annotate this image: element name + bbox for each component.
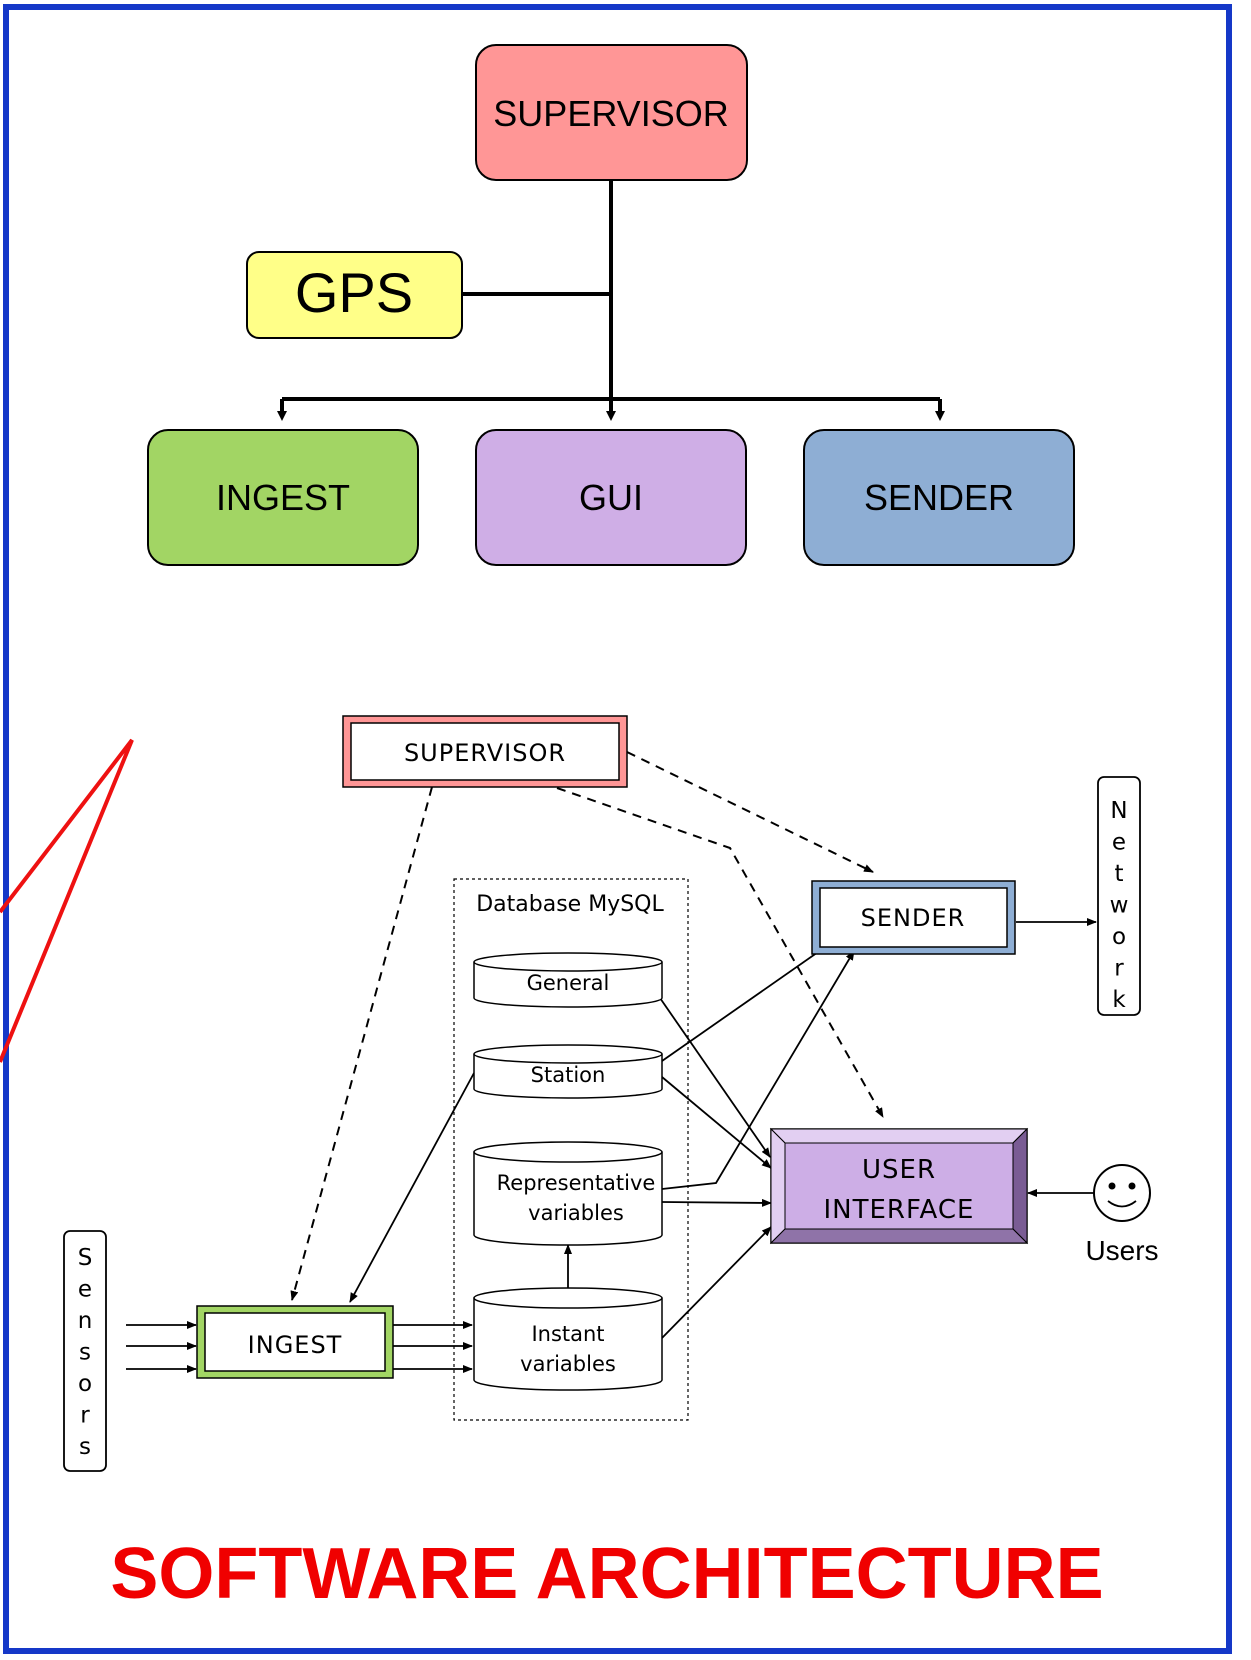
top-gps-label: GPS <box>295 261 413 324</box>
sensors-letter: r <box>80 1403 90 1429</box>
detail-sender-label: SENDER <box>861 904 966 932</box>
network-letter: w <box>1110 893 1129 919</box>
top-ingest-label: INGEST <box>216 477 350 518</box>
detail-sender-box: SENDER <box>811 880 1016 955</box>
detail-supervisor-label: SUPERVISOR <box>404 739 566 767</box>
db-instant-label-line1: Instant <box>531 1322 604 1346</box>
network-letter: r <box>1114 956 1124 982</box>
page-border <box>3 4 1232 1654</box>
detail-supervisor-box: SUPERVISOR <box>342 715 628 788</box>
top-sender-box: SENDER <box>803 429 1075 566</box>
db-general-label: General <box>527 971 610 995</box>
db-station-cylinder: Station <box>473 1044 663 1099</box>
network-letter: o <box>1112 924 1126 950</box>
db-general-cylinder: General <box>473 952 663 1008</box>
sensors-letter: e <box>78 1277 92 1303</box>
db-instant-cylinder: Instant variables <box>473 1287 663 1391</box>
detail-ingest-box: INGEST <box>196 1305 394 1379</box>
sensors-letter: s <box>79 1434 91 1460</box>
user-interface-box: USER INTERFACE <box>769 1127 1029 1245</box>
db-representative-label-line2: variables <box>528 1201 624 1225</box>
top-supervisor-box: SUPERVISOR <box>475 44 748 181</box>
user-interface-label-line1: USER <box>862 1155 936 1185</box>
supervisor-control-lines <box>290 751 884 1301</box>
sensors-letter: s <box>79 1340 91 1366</box>
top-ingest-box: INGEST <box>147 429 419 566</box>
db-instant-label-line2: variables <box>520 1352 616 1376</box>
network-letter: N <box>1110 798 1127 824</box>
network-letter: t <box>1114 861 1123 887</box>
detail-ingest-label: INGEST <box>248 1331 343 1359</box>
db-representative-cylinder: Representative variables <box>473 1141 663 1246</box>
top-gps-box: GPS <box>246 251 463 339</box>
data-flow-lines <box>126 918 1100 1373</box>
user-interface-label-line2: INTERFACE <box>824 1195 975 1225</box>
db-representative-label-line1: Representative <box>497 1171 656 1195</box>
top-gui-box: GUI <box>475 429 747 566</box>
users-smiley-icon <box>1093 1164 1151 1222</box>
sensors-letter: S <box>78 1245 93 1271</box>
callout-pointer <box>0 738 134 1063</box>
top-supervisor-label: SUPERVISOR <box>493 93 728 134</box>
sensors-letter: o <box>78 1371 92 1397</box>
network-letter: e <box>1112 830 1126 856</box>
top-sender-label: SENDER <box>864 477 1014 518</box>
db-station-label: Station <box>531 1063 606 1087</box>
footer-title: SOFTWARE ARCHITECTURE <box>110 1534 1103 1614</box>
network-letter: k <box>1112 987 1126 1013</box>
sensors-letter: n <box>78 1308 93 1334</box>
top-connectors <box>277 180 945 421</box>
top-gui-label: GUI <box>579 477 643 518</box>
database-label: Database MySQL <box>476 892 664 917</box>
users-label: Users <box>1085 1235 1158 1266</box>
